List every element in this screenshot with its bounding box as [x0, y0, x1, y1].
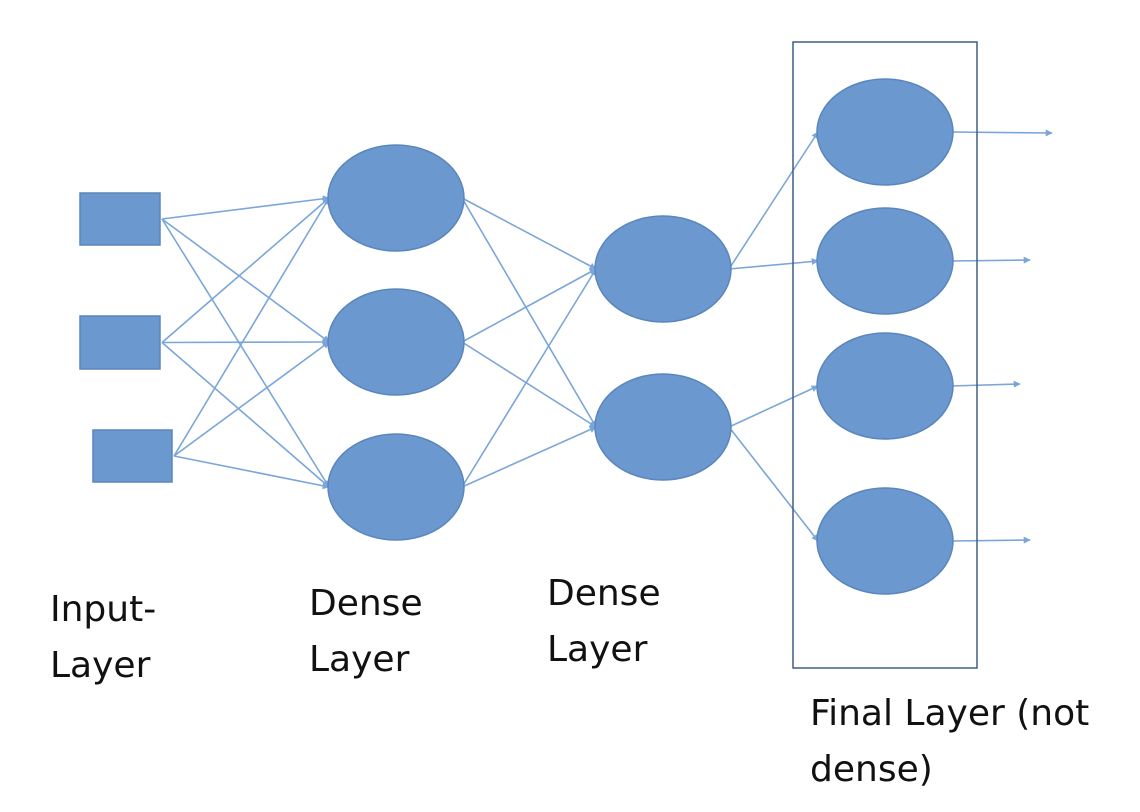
dense-layer-1-label-line-1: Dense — [309, 583, 423, 624]
nodes-group — [79, 78, 954, 595]
dense-layer-2-label-line-2: Layer — [547, 629, 648, 670]
edge-dense1-2-to-dense2-1 — [461, 426, 597, 488]
dense1-node-1 — [327, 144, 465, 252]
input-node-2 — [79, 315, 161, 370]
edges-group — [161, 129, 1053, 544]
edge-dense1-2-to-dense2-0 — [461, 268, 597, 488]
edge-dense1-0-to-dense2-0 — [461, 197, 597, 270]
input-layer-label-line-2: Layer — [50, 645, 151, 686]
dense1-node-3 — [327, 433, 465, 541]
dense-layer-2-label: Dense Layer — [547, 566, 661, 678]
final-layer-label: Final Layer (not dense) — [810, 686, 1089, 798]
input-layer-label: Input- Layer — [50, 582, 156, 694]
dense-layer-2-label-line-1: Dense — [547, 573, 661, 614]
edge-dense2-0-to-final-0 — [728, 131, 819, 270]
final-node-1 — [816, 78, 954, 186]
edge-input-0-to-dense1-2 — [161, 218, 330, 488]
edge-input-1-to-dense1-1 — [161, 338, 330, 346]
output-arrow-1 — [950, 256, 1031, 264]
final-layer-box — [792, 41, 978, 669]
edge-input-0-to-dense1-0 — [161, 195, 330, 220]
final-layer-label-line-1: Final Layer (not — [810, 693, 1090, 734]
edge-input-1-to-dense1-2 — [161, 341, 330, 488]
input-layer-label-line-1: Input- — [50, 589, 157, 630]
edge-dense1-1-to-dense2-0 — [461, 268, 597, 343]
edge-input-0-to-dense1-1 — [161, 218, 330, 343]
output-arrow-2 — [950, 380, 1021, 388]
dense1-node-2 — [327, 288, 465, 396]
edge-input-2-to-dense1-1 — [173, 341, 330, 457]
dense2-node-1 — [594, 215, 732, 323]
final-node-3 — [816, 332, 954, 440]
edge-input-2-to-dense1-0 — [173, 197, 330, 457]
output-arrow-0 — [950, 129, 1053, 137]
final-layer-label-line-2: dense) — [810, 749, 933, 790]
edge-dense2-1-to-final-2 — [728, 385, 819, 428]
dense2-node-2 — [594, 373, 732, 481]
edge-dense1-1-to-dense2-1 — [461, 341, 597, 428]
edge-input-2-to-dense1-2 — [173, 455, 330, 490]
final-node-4 — [816, 487, 954, 595]
edge-input-1-to-dense1-0 — [161, 197, 330, 344]
dense-layer-1-label-line-2: Layer — [309, 639, 410, 680]
input-node-1 — [79, 192, 161, 246]
output-arrow-3 — [950, 536, 1031, 544]
dense-layer-1-label: Dense Layer — [309, 576, 423, 688]
edge-dense2-1-to-final-3 — [728, 426, 819, 542]
input-node-3 — [92, 429, 173, 483]
edge-dense1-0-to-dense2-1 — [461, 197, 597, 428]
edge-dense2-0-to-final-1 — [728, 258, 819, 270]
final-node-2 — [816, 207, 954, 315]
